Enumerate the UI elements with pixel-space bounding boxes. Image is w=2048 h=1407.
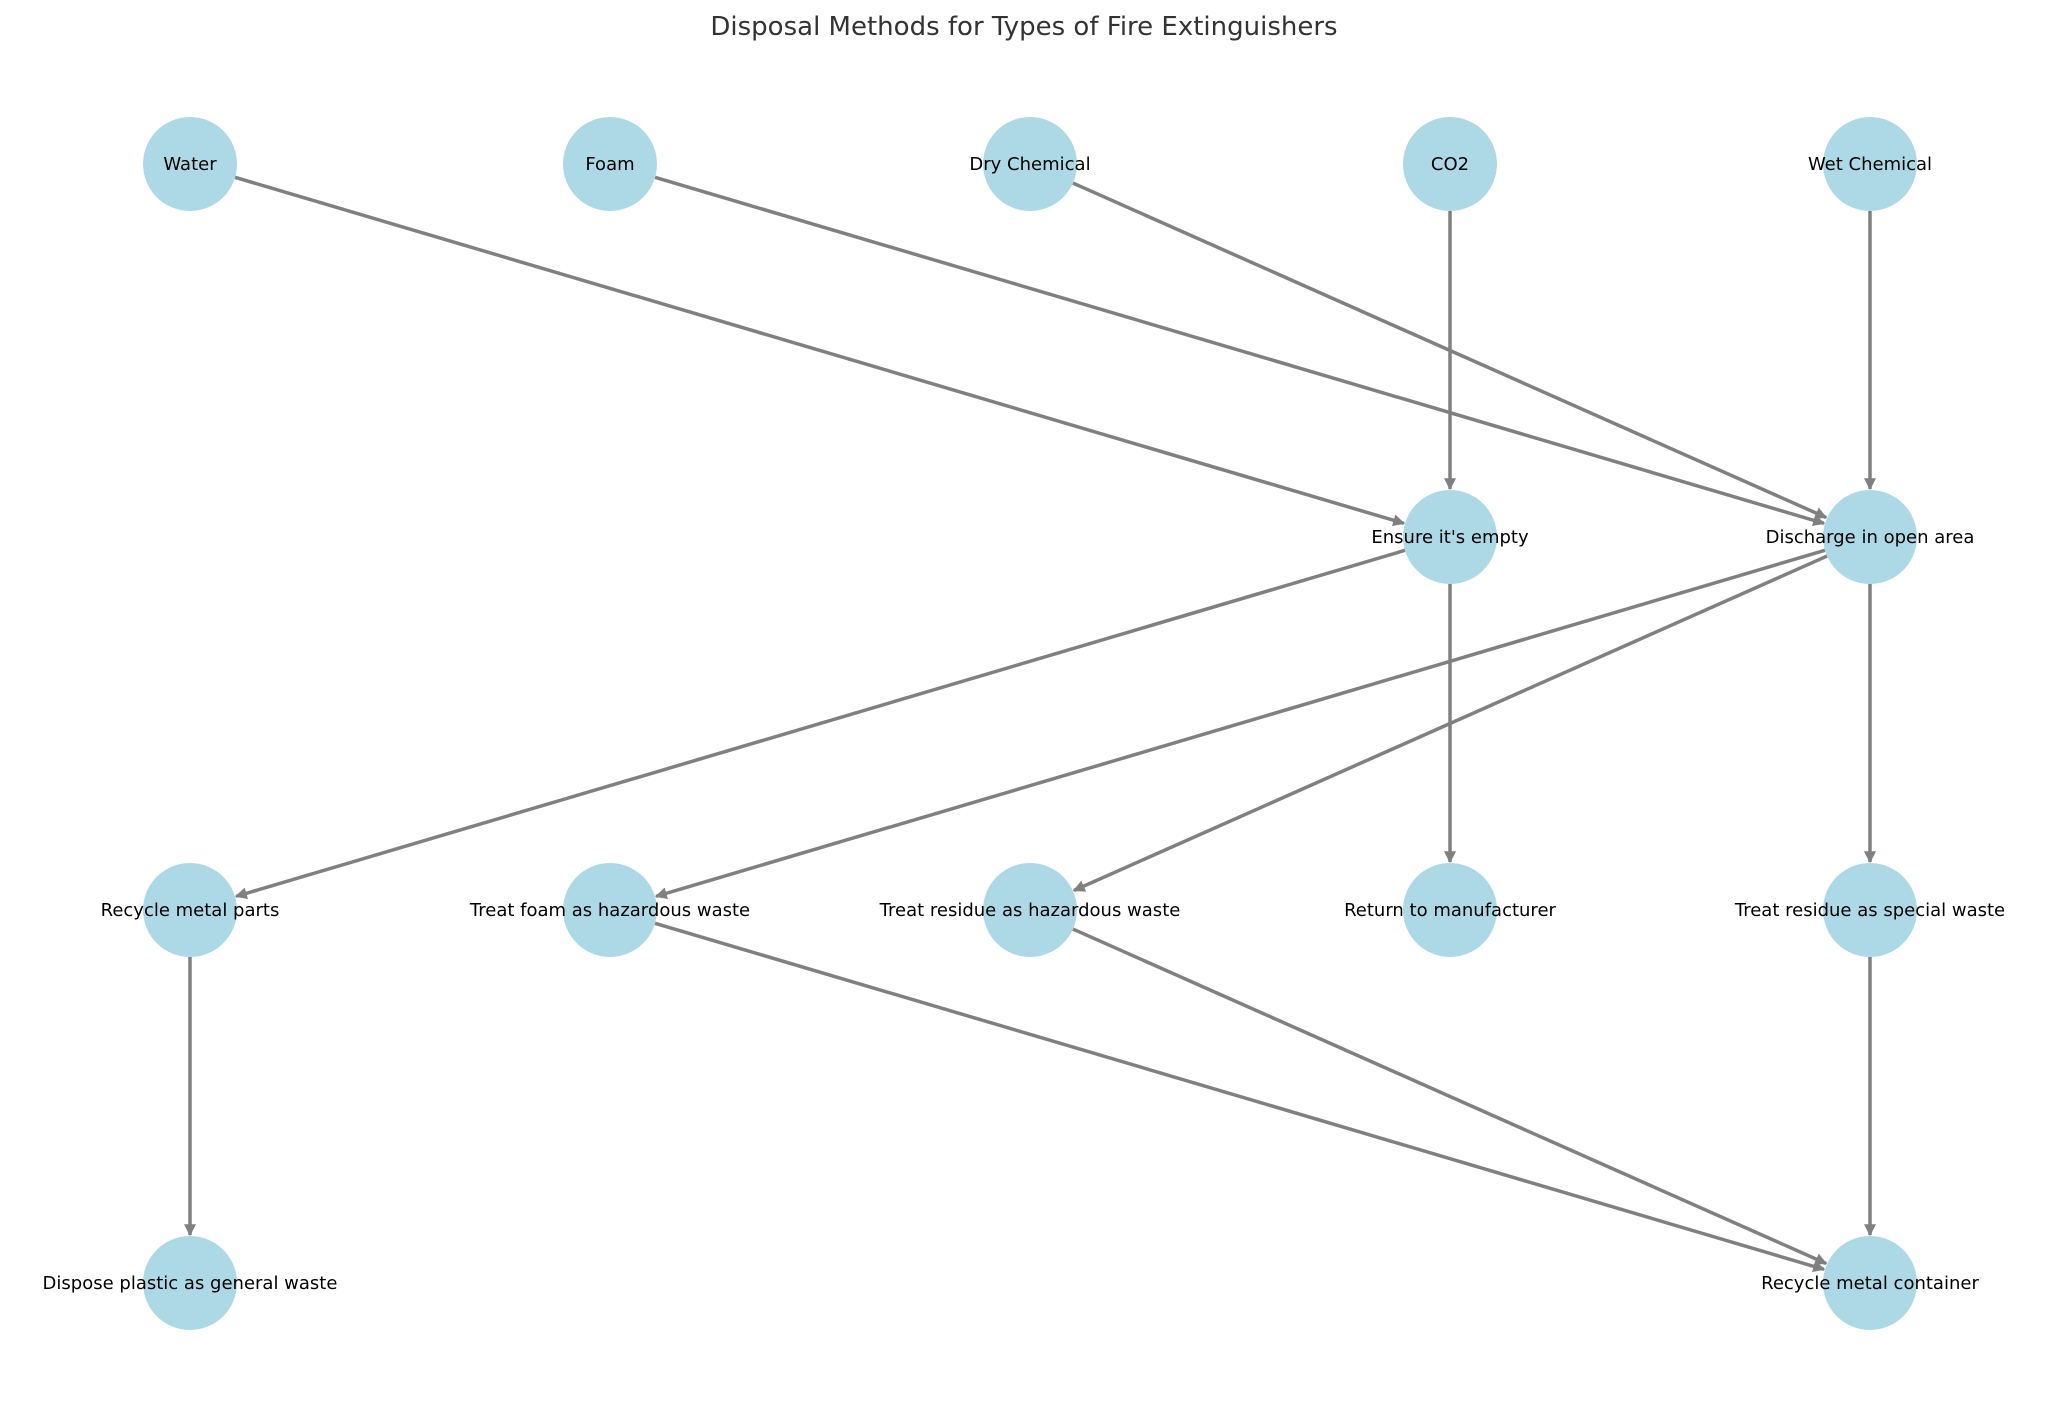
node-circle [1823,490,1917,584]
node-circle [143,863,237,957]
node-circle [1403,117,1497,211]
node-treat_residue_special: Treat residue as special waste [1734,863,2005,957]
node-circle [1403,490,1497,584]
node-wet_chemical: Wet Chemical [1808,117,1932,211]
node-circle [983,117,1077,211]
node-treat_residue_hazardous: Treat residue as hazardous waste [879,863,1181,957]
node-circle [983,863,1077,957]
node-treat_foam: Treat foam as hazardous waste [469,863,750,957]
node-circle [143,117,237,211]
node-label: Dry Chemical [969,154,1090,175]
edge-discharge_open-to-treat_residue_hazardous [1072,554,1828,893]
edge-ensure_empty-to-recycle_metal_parts [234,548,1406,900]
node-foam: Foam [563,117,657,211]
node-circle [1823,1236,1917,1330]
node-label: Dispose plastic as general waste [43,1273,338,1294]
node-label: Treat residue as hazardous waste [879,900,1181,921]
node-water: Water [143,117,237,211]
node-discharge_open: Discharge in open area [1766,490,1975,584]
node-label: Water [163,154,217,175]
node-recycle_metal_parts: Recycle metal parts [101,863,280,957]
nodes-layer: Water Foam Dry Chemical CO2 Wet ChemicalEnsu… [43,117,2005,1330]
node-label: Foam [585,154,634,175]
edges-layer [184,175,1876,1273]
node-label: Treat foam as hazardous waste [469,900,750,921]
edge-water-to-ensure_empty [234,175,1406,527]
node-circle [563,117,657,211]
node-dry_chemical: Dry Chemical [969,117,1091,211]
node-circle [143,1236,237,1330]
node-label: Discharge in open area [1766,527,1975,548]
node-label: Recycle metal parts [101,900,280,921]
node-recycle_metal_container: Recycle metal container [1761,1236,1979,1330]
edge-treat_foam-to-recycle_metal_container [654,921,1826,1273]
node-co2: CO2 [1403,117,1497,211]
node-circle [563,863,657,957]
node-label: CO2 [1431,154,1469,175]
node-circle [1823,863,1917,957]
node-label: Return to manufacturer [1344,900,1556,921]
edge-treat_residue_hazardous-to-recycle_metal_container [1072,927,1828,1266]
node-dispose_plastic: Dispose plastic as general waste [43,1236,338,1330]
diagram-title: Disposal Methods for Types of Fire Extin… [710,12,1337,42]
node-label: Treat residue as special waste [1734,900,2005,921]
node-ensure_empty: Ensure it's empty [1371,490,1529,584]
node-return_manufacturer: Return to manufacturer [1344,863,1557,957]
node-label: Recycle metal container [1761,1273,1979,1294]
node-circle [1403,863,1497,957]
edge-foam-to-discharge_open [654,175,1826,527]
edge-discharge_open-to-treat_foam [654,548,1826,900]
node-label: Wet Chemical [1808,154,1932,175]
node-circle [1823,117,1917,211]
node-label: Ensure it's empty [1371,527,1529,548]
